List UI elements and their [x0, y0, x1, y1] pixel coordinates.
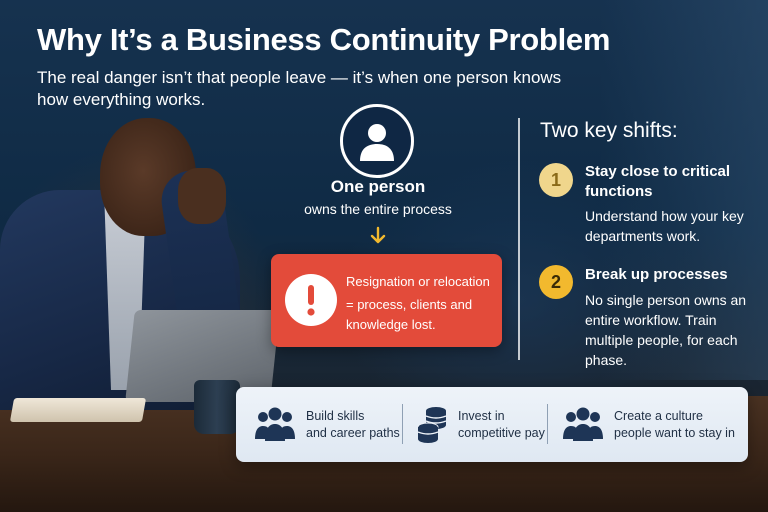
alert-circle: [285, 274, 337, 326]
page-subtitle: The real danger isn’t that people leave …: [37, 68, 562, 109]
strategy-1-text: Build skills and career paths: [306, 408, 400, 442]
strategy-3-line1: Create a culture: [614, 409, 703, 423]
shift-2-heading: Break up processes: [585, 266, 728, 283]
strategy-3-text: Create a culture people want to stay in: [614, 408, 735, 442]
alert-text: = process, clients and knowledge lost.: [346, 297, 473, 332]
strategy-3-line2: people want to stay in: [614, 426, 735, 440]
person-icon: [360, 124, 394, 161]
arrow-down-icon: [370, 226, 386, 244]
strategy-2-text: Invest in competitive pay: [458, 408, 545, 442]
exclamation-icon: [307, 285, 315, 316]
bar-separator: [547, 404, 548, 444]
notebook-image: [9, 398, 147, 422]
mug-image: [194, 380, 240, 434]
strategy-1-line1: Build skills: [306, 409, 365, 423]
column-divider: [518, 118, 520, 360]
page-title: Why It’s a Business Continuity Problem: [37, 22, 611, 57]
one-person-heading: One person: [330, 177, 426, 196]
people-group-icon: [563, 407, 603, 441]
shifts-title: Two key shifts:: [540, 119, 678, 142]
bar-separator: [402, 404, 403, 444]
strategy-2-line1: Invest in: [458, 409, 505, 423]
window-light: [600, 0, 768, 380]
people-group-icon: [255, 407, 295, 441]
shift-2-body: No single person owns an entire workflow…: [585, 292, 747, 368]
shift-2-badge: 2: [539, 265, 573, 299]
shift-1-body: Understand how your key departments work…: [585, 208, 744, 244]
retention-strategies-bar: Build skills and career paths Invest in …: [236, 387, 748, 462]
shift-1-heading: Stay close to critical functions: [585, 163, 731, 200]
strategy-2-line2: competitive pay: [458, 426, 545, 440]
alert-title: Resignation or relocation: [346, 274, 490, 289]
person-avatar-circle: [340, 104, 414, 178]
shift-1-badge: 1: [539, 163, 573, 197]
owns-process-text: owns the entire process: [304, 201, 452, 217]
man-hand: [178, 168, 226, 224]
coin-stack-icon: [417, 407, 447, 443]
risk-alert-box: Resignation or relocation = process, cli…: [271, 254, 502, 347]
strategy-1-line2: and career paths: [306, 426, 400, 440]
